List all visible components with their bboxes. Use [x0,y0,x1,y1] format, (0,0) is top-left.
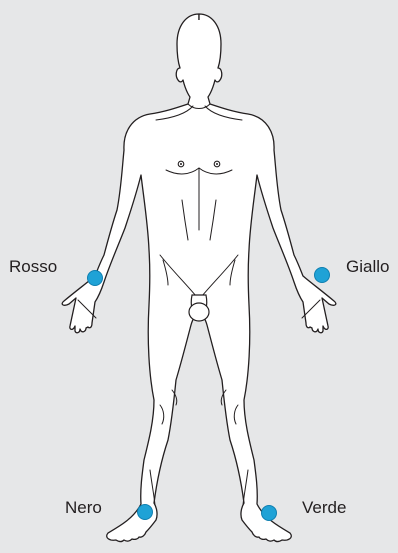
electrode-giallo [315,268,330,283]
electrode-rosso [88,271,103,286]
electrode-label-rosso: Rosso [9,257,57,277]
electrode-verde [262,506,277,521]
electrode-label-nero: Nero [65,498,102,518]
electrode-label-verde: Verde [302,498,346,518]
electrode-nero [138,505,153,520]
electrode-label-giallo: Giallo [346,257,389,277]
